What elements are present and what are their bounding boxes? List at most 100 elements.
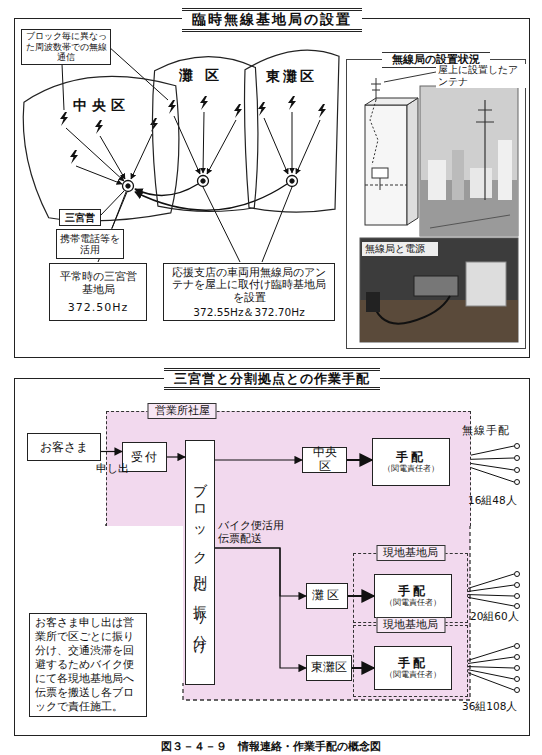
building-drawing	[376, 78, 377, 100]
radio-links	[100, 191, 124, 216]
rooftop-photo	[420, 86, 518, 236]
radio-bolts	[288, 96, 296, 110]
building-drawing	[380, 178, 381, 190]
radio-links	[203, 187, 240, 262]
radio-dispatch-lines	[515, 655, 520, 660]
radio-bolts	[60, 112, 68, 126]
radio-links	[135, 184, 198, 195]
radio-dispatch-lines	[515, 456, 520, 461]
note-box: 携帯電話等を活用	[56, 229, 124, 259]
radio-links	[100, 136, 125, 179]
work-area-shading	[105, 524, 470, 700]
rooftop-photo	[484, 100, 485, 200]
node-text: 中央区	[19, 97, 184, 115]
radio-links	[108, 46, 168, 100]
rooftop-photo	[452, 150, 464, 200]
flow-arrow	[215, 548, 306, 668]
node-text: 372.55Hz＆372.70Hz	[193, 306, 304, 319]
dispatch-box: 手配（関電責任者）	[374, 574, 452, 618]
building-drawing	[371, 84, 381, 85]
radio-dispatch-lines	[515, 583, 520, 588]
radio-dispatch-lines	[515, 644, 520, 649]
rooftop-photo	[478, 110, 492, 111]
rooftop-photo	[470, 168, 492, 198]
equipment-photo	[466, 262, 506, 306]
node-text: お客さま申し出は営業所で区ごとに振り分け、交通渋滞を回避するためバイク便にて各現…	[35, 616, 141, 715]
equipment-photo	[414, 276, 458, 296]
node-text: 手配	[398, 584, 428, 598]
field-base-area: 現地基地局手配（関電責任者）	[353, 553, 468, 623]
block-box: 中央区	[302, 447, 347, 473]
building-drawing	[372, 168, 388, 178]
dispatch-box: 手配（関電責任者）	[374, 646, 452, 690]
rooftop-photo	[420, 86, 518, 236]
info-box: 応援支店の車両用無線局のアンテナを屋上に取付け臨時基地局を設置 372.55Hz＆…	[163, 263, 335, 321]
radio-bolts	[150, 118, 158, 132]
annotation-label: 16組48人	[468, 494, 530, 507]
node-text: 応援支店の車両用無線局のアンテナを屋上に取付け臨時基地局を設置	[169, 266, 329, 304]
node-text: ブロック毎に異なった周波数帯での無線通信	[25, 31, 107, 63]
equipment-photo	[372, 296, 450, 324]
radio-dispatch-lines	[515, 468, 520, 473]
node-text: （関電責任者）	[385, 598, 441, 608]
base-station-symbols	[287, 176, 298, 187]
radio-dispatch-lines	[515, 594, 520, 599]
node-text: 東灘区	[241, 68, 341, 86]
building-drawing	[365, 98, 418, 105]
office-area: 営業所社屋受付ブロック別に振り分け中央区手配（関電責任者）	[106, 411, 471, 526]
block-box: 東灘区	[306, 655, 352, 681]
flow-arrow	[215, 548, 306, 596]
block-region: 灘区	[149, 51, 261, 216]
base-station-symbols	[123, 181, 134, 192]
node-text: 東灘区	[311, 661, 347, 675]
node-text: 携帯電話等を活用	[60, 233, 120, 256]
building-drawing	[365, 185, 407, 186]
building-drawing	[407, 98, 418, 225]
node-text: 中央区	[307, 446, 342, 474]
work-area-shading	[183, 524, 470, 700]
info-box: 平常時の三宮営基地局 372.50Hz	[49, 263, 147, 321]
callout-box: ブロック毎に異なった周波数帯での無線通信	[21, 29, 111, 65]
radio-bolts	[258, 102, 266, 116]
radio-bolts	[200, 96, 208, 110]
radio-dispatch-lines	[515, 572, 520, 577]
radio-links	[62, 64, 64, 110]
customer-box: お客さま	[27, 433, 101, 461]
annotation-label: 無線局と電源	[362, 242, 438, 256]
block-region: 東灘区	[241, 46, 341, 216]
block-box: 灘区	[306, 583, 348, 609]
node-text: 三宮営	[65, 212, 95, 224]
block-region: 中央区	[19, 61, 184, 226]
radio-bolts	[234, 104, 242, 118]
base-station-symbols	[123, 176, 298, 192]
figure-caption: 図３－４－９ 情報連絡・作業手配の概念図	[0, 739, 542, 754]
node-text: 手配	[398, 656, 428, 670]
radio-dispatch-lines	[515, 444, 520, 449]
base-station-symbols	[198, 176, 209, 187]
radio-links	[76, 166, 122, 184]
radio-links	[262, 187, 292, 262]
edge-label: 申し出	[96, 462, 140, 475]
equipment-photo	[360, 238, 518, 342]
dispatch-box: 手配（関電責任者）	[372, 438, 450, 486]
node-text: （関電責任者）	[385, 670, 441, 680]
rooftop-photo	[476, 122, 494, 123]
node-text: 灘区	[312, 589, 342, 603]
node-text: 372.50Hz	[68, 301, 129, 314]
sort-column: ブロック別に振り分け	[185, 440, 215, 685]
node-text: ブロック別に振り分け	[192, 472, 209, 654]
equipment-photo	[360, 238, 518, 342]
node-text: 平常時の三宮営基地局	[56, 270, 140, 296]
radio-links	[264, 118, 288, 174]
radio-links	[203, 112, 204, 173]
radio-links	[292, 112, 293, 173]
annotation-label: 36組108人	[462, 700, 528, 713]
radio-links	[207, 120, 236, 174]
section-frame: 三宮営と分割拠点との作業手配営業所社屋受付ブロック別に振り分け中央区手配（関電責…	[14, 378, 530, 736]
section-heading: 営業所社屋	[148, 403, 217, 419]
radio-dispatch-lines	[515, 666, 520, 671]
node-text: 手配	[396, 450, 426, 464]
radio-links	[131, 134, 152, 179]
section-heading: 臨時無線基地局の設置	[182, 8, 362, 32]
radio-bolts	[318, 104, 326, 118]
